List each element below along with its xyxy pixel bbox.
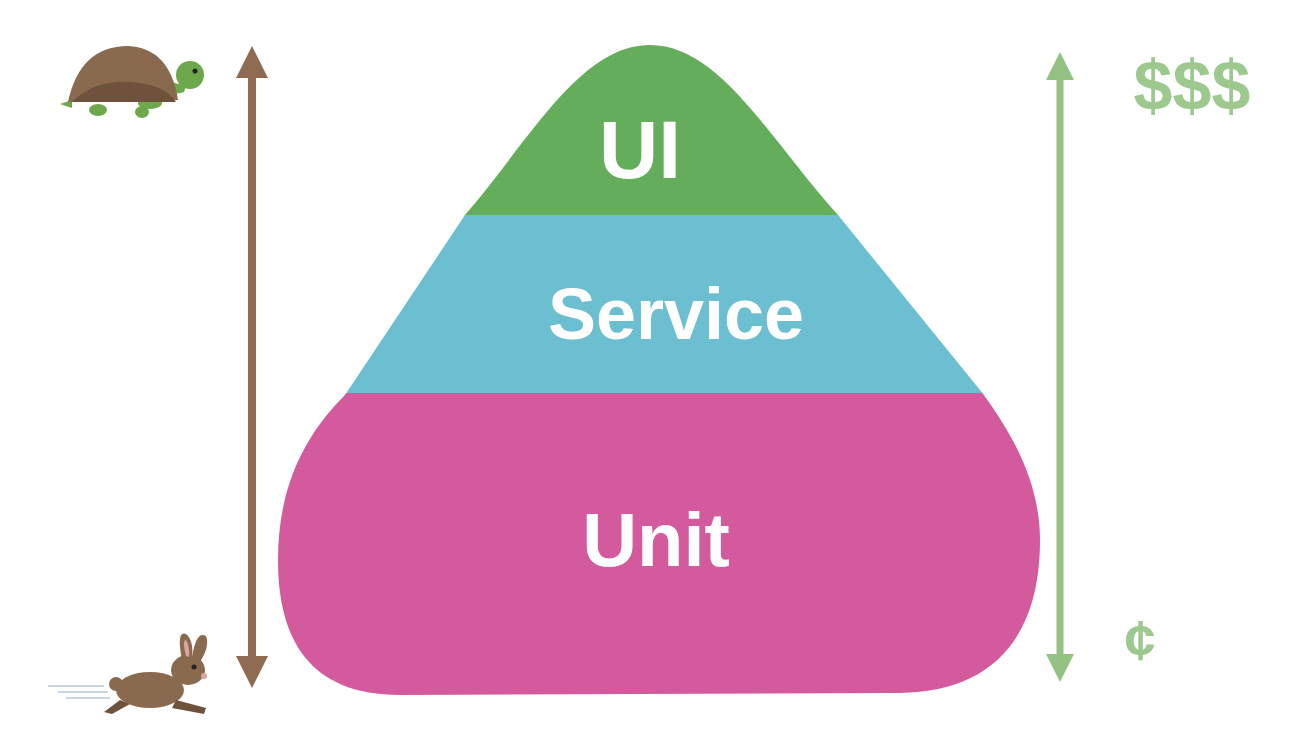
- pyramid-band: UI: [460, 44, 845, 217]
- rabbit-icon: [48, 634, 207, 714]
- band-fill: [460, 45, 845, 217]
- pyramid-band: Service: [338, 215, 988, 396]
- cost-high-label: $$$: [1134, 51, 1251, 121]
- cost-arrow: [1057, 66, 1064, 668]
- layer-name: Unit: [582, 502, 730, 578]
- turtle-icon: [60, 46, 204, 118]
- band-fill: [278, 393, 1040, 695]
- cost-low-label: ¢: [1124, 612, 1155, 668]
- layer-name: UI: [599, 109, 681, 191]
- speed-arrow: [248, 62, 256, 672]
- layer-name: Service: [548, 278, 804, 350]
- pyramid-band: Unit: [274, 393, 1044, 698]
- band-fill: [338, 215, 988, 396]
